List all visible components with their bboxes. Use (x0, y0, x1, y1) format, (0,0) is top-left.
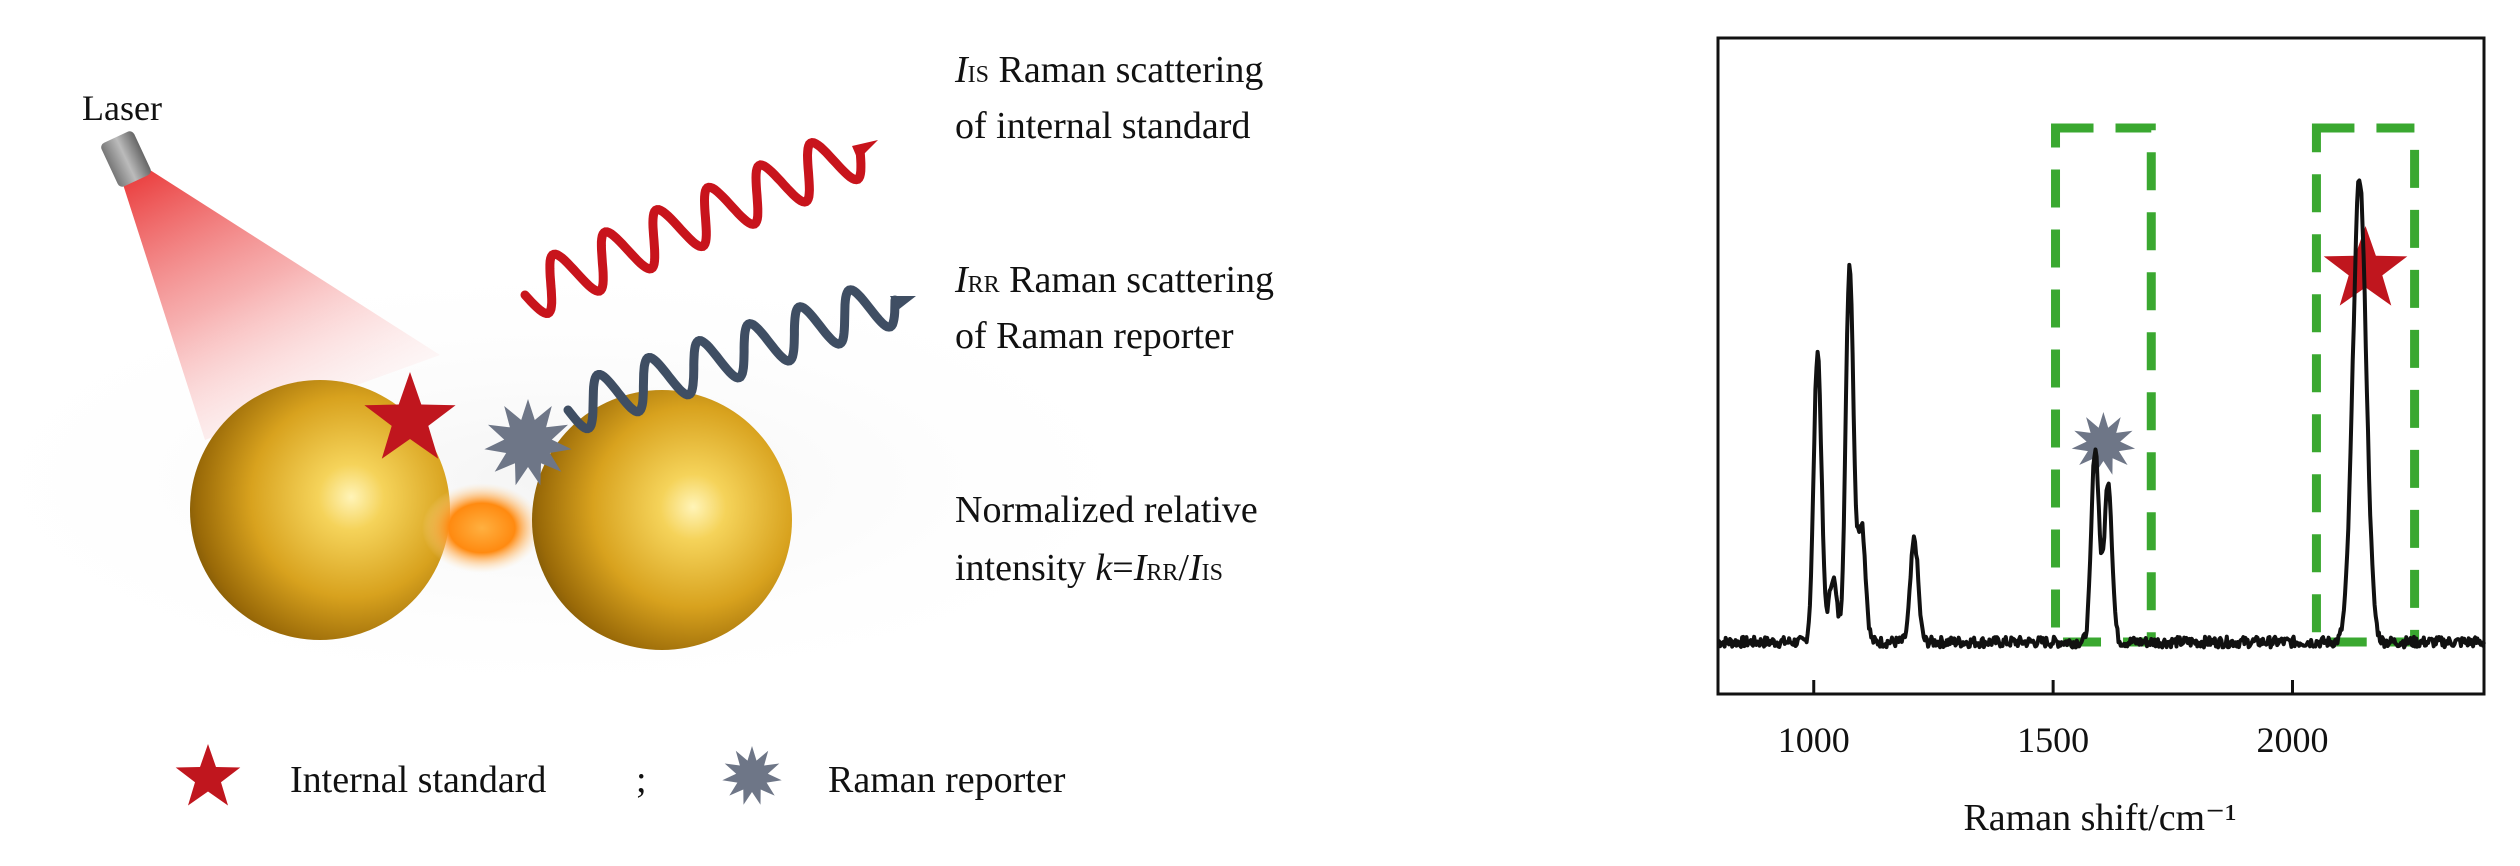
internal-standard-scattering-label: IIS Raman scattering (954, 49, 1263, 91)
internal-standard-scattering-label-line2: of internal standard (955, 105, 1250, 147)
gold-nanoparticle-right (532, 390, 792, 650)
normalized-intensity-formula: intensity k=IRR/IIS (955, 547, 1223, 589)
x-axis-label: Raman shift/cm⁻¹ (1963, 797, 2236, 839)
normalized-intensity-label: Normalized relative (955, 489, 1258, 531)
internal-standard-wave-arrowhead (852, 140, 878, 160)
chart-frame (1716, 36, 2486, 696)
x-tick-label: 2000 (2257, 720, 2329, 760)
x-tick-label: 1500 (2017, 720, 2089, 760)
raman-reporter-scattering-label-line2: of Raman reporter (955, 315, 1234, 357)
highlight-box-raman-reporter (2051, 123, 2156, 647)
highlight-box-internal-standard (2311, 123, 2420, 647)
raman-spectrum-chart: 1000 1500 2000 Raman shift/cm⁻¹ (1716, 36, 2486, 839)
legend-raman-reporter-burst-icon (722, 746, 782, 805)
gold-nanoparticle-left (190, 380, 450, 640)
internal-standard-star-icon (364, 372, 456, 459)
legend-internal-standard-star-icon (175, 744, 241, 806)
laser-label: Laser (82, 88, 162, 128)
chart-raman-reporter-burst-icon (2071, 412, 2136, 475)
legend-raman-reporter-label: Raman reporter (828, 759, 1066, 801)
raman-reporter-scattering-label: IRR Raman scattering (954, 259, 1274, 301)
legend: Internal standard ; Raman reporter (175, 744, 1066, 806)
raman-reporter-burst-icon (484, 399, 572, 486)
legend-separator: ; (636, 759, 647, 801)
internal-standard-scattering-wave (520, 138, 866, 319)
raman-reporter-scattering-wave (563, 285, 900, 434)
laser-head-icon (101, 131, 151, 187)
hotspot-glow (422, 483, 542, 573)
raman-reporter-wave-arrowhead (890, 296, 916, 310)
legend-internal-standard-label: Internal standard (290, 759, 546, 801)
x-tick-label: 1000 (1778, 720, 1850, 760)
laser-beam (120, 170, 440, 440)
laser-source (101, 131, 440, 440)
spectrum-line (1716, 178, 2486, 650)
